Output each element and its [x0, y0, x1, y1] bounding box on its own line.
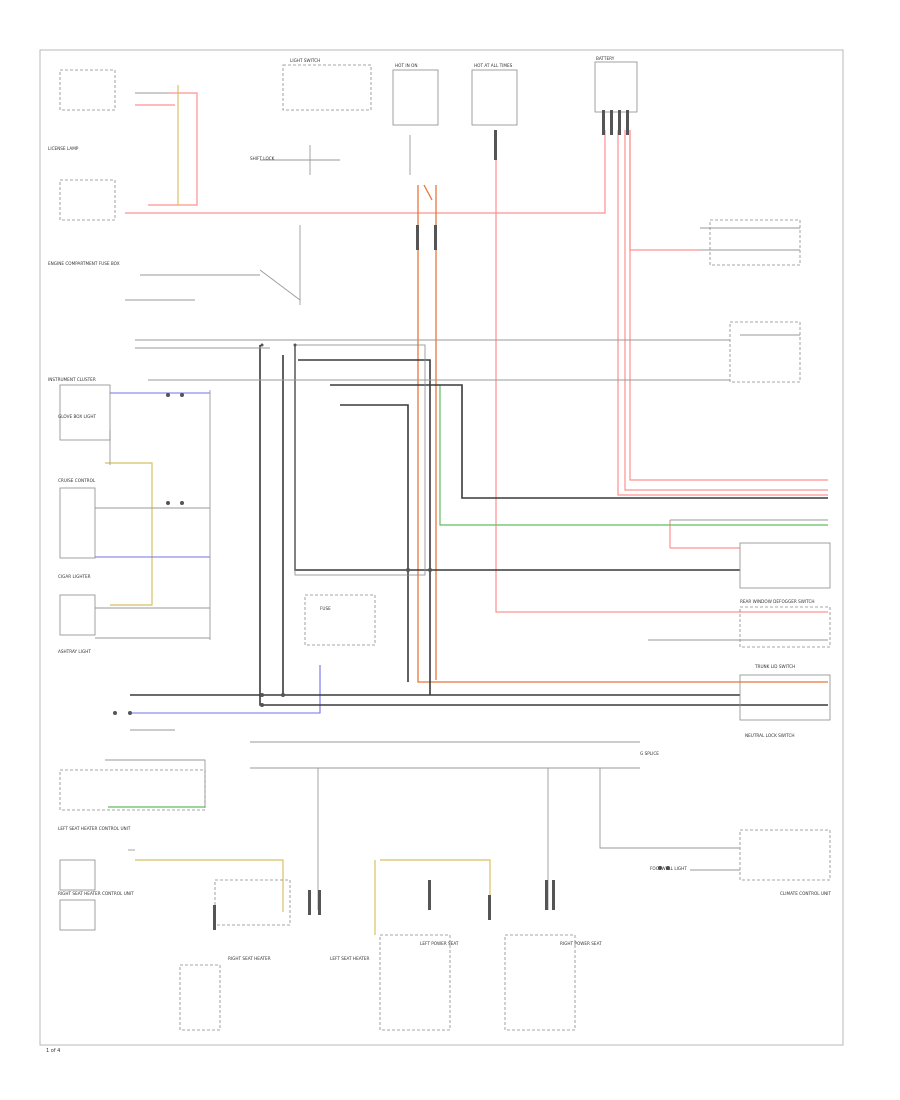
page-number: 1 of 4	[46, 1048, 60, 1054]
power-seat-box-left	[379, 934, 451, 1031]
label-left-seat-control: LEFT SEAT HEATER CONTROL UNIT	[58, 826, 131, 831]
main-junction-box	[294, 344, 426, 576]
seat-heater-box-left	[179, 964, 221, 1031]
battery-junction-box	[594, 61, 638, 113]
green-wires	[108, 385, 828, 808]
license-lamp-box-2	[59, 179, 116, 221]
red-wires	[125, 92, 828, 613]
orange-wires	[417, 184, 828, 683]
label-cruise-control: CRUISE CONTROL	[58, 478, 96, 483]
label-fuse-block-1: HOT IN ON	[395, 63, 417, 68]
label-engine-fuse-box: ENGINE COMPARTMENT FUSE BOX	[48, 261, 120, 266]
power-seat-box-right	[504, 934, 576, 1031]
defogger-switch-left	[59, 769, 206, 811]
diagram-labels: LIGHT SWITCH HOT IN ON HOT AT ALL TIMES …	[46, 56, 831, 1054]
ashtray-light-box	[59, 594, 96, 636]
label-left-power-seat: LEFT POWER SEAT	[420, 941, 459, 946]
blue-wires	[95, 392, 321, 714]
neutral-lock-box	[739, 674, 831, 721]
climate-control-box	[729, 321, 801, 383]
label-footwell: FOOTWELL LIGHT	[650, 866, 687, 871]
cruise-control-box	[59, 487, 96, 559]
label-neutral-lock: NEUTRAL LOCK SWITCH	[745, 733, 795, 738]
label-instrument-cluster: INSTRUMENT CLUSTER	[48, 377, 96, 382]
instrument-cluster-box	[59, 384, 111, 441]
gray-wires	[95, 92, 828, 910]
label-g-splice: G SPLICE	[640, 751, 659, 756]
seat-heater-box-right	[214, 879, 291, 926]
trunk-switch-box	[739, 829, 831, 881]
label-rear-defogger: REAR WINDOW DEFOGGER SWITCH	[740, 599, 815, 604]
label-battery: BATTERY	[596, 56, 615, 61]
label-cigar-lighter: CIGAR LIGHTER	[58, 574, 91, 579]
license-lamp-box	[59, 69, 116, 111]
fuse-holder-box	[304, 594, 376, 646]
fuse-block-2-box	[471, 69, 518, 126]
label-fuse-block-2: HOT AT ALL TIMES	[474, 63, 513, 68]
fuse-block-1-box	[392, 69, 439, 126]
label-glove-box: GLOVE BOX LIGHT	[58, 414, 96, 419]
left-seat-control-box	[59, 859, 96, 891]
rear-defogger-box	[739, 542, 831, 589]
light-switch-box	[282, 64, 372, 111]
label-right-seat-control: RIGHT SEAT HEATER CONTROL UNIT	[58, 891, 134, 896]
label-left-seat-heater: LEFT SEAT HEATER	[330, 956, 369, 961]
label-ashtray-light: ASHTRAY LIGHT	[58, 649, 91, 654]
relay-box	[709, 219, 801, 266]
label-fuse: FUSE	[320, 606, 331, 611]
right-seat-control-box	[59, 899, 96, 931]
label-license-lamp: LICENSE LAMP	[48, 146, 79, 151]
yellow-wires	[105, 85, 491, 935]
diagram-frame	[39, 49, 844, 1046]
label-shift-lock: SHIFT LOCK	[250, 156, 275, 161]
components	[59, 61, 831, 1031]
label-right-seat-heater: RIGHT SEAT HEATER	[228, 956, 271, 961]
connectors	[113, 110, 670, 930]
label-trunk-lid-switch: TRUNK LID SWITCH	[754, 664, 795, 669]
label-right-power-seat: RIGHT POWER SEAT	[560, 941, 602, 946]
trunk-light-box	[739, 606, 831, 648]
label-climate-control: CLIMATE CONTROL UNIT	[780, 891, 831, 896]
label-light-switch: LIGHT SWITCH	[290, 58, 320, 63]
